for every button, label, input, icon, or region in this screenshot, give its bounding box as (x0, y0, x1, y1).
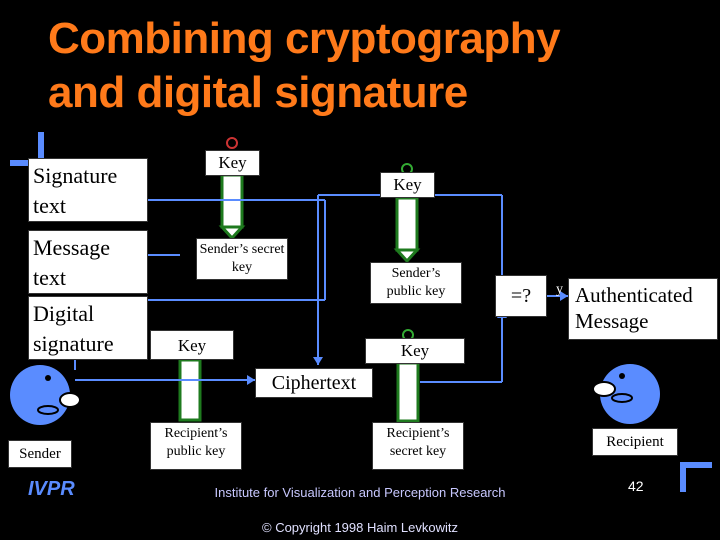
signature-text-label: Signature text (33, 163, 118, 218)
recipient-face-icon (592, 364, 660, 424)
title-line-1: Combining cryptography (48, 14, 561, 63)
key-shape-mid-left (178, 358, 202, 422)
digital-signature-box: Digital signature (28, 296, 148, 360)
sender-secret-key-label: Sender’s secret key (199, 242, 285, 275)
y-label: y (556, 282, 563, 297)
ciphertext-box: Ciphertext (255, 368, 373, 398)
institute-footer: Institute for Visualization and Percepti… (214, 485, 506, 500)
title-line-2: and digital signature (48, 68, 468, 117)
key-box-top-right: Key (380, 172, 435, 198)
recipient-secret-key-box: Recipient’s secret key (372, 422, 464, 470)
signature-text-box: Signature text (28, 158, 148, 222)
message-text-label: Message text (33, 235, 110, 290)
ciphertext-label: Ciphertext (271, 372, 357, 394)
authenticated-message-label: Authenticated Message (575, 283, 693, 333)
recipient-label-box: Recipient (592, 428, 678, 456)
key-box-top-left: Key (205, 150, 260, 176)
key-label: Key (177, 336, 207, 355)
key-label: Key (400, 341, 430, 360)
key-label: Key (393, 175, 422, 194)
key-shape-mid-right (396, 329, 420, 423)
key-box-mid-left: Key (150, 330, 234, 360)
sender-label-box: Sender (8, 440, 72, 468)
authenticated-message-box: Authenticated Message (568, 278, 718, 340)
message-text-box: Message text (28, 230, 148, 294)
copyright-footer: © Copyright 1998 Haim Levkowitz (262, 520, 458, 535)
bracket-decoration-right (680, 462, 712, 492)
sender-public-key-box: Sender’s public key (370, 262, 462, 304)
key-shape-top-right (393, 163, 421, 264)
page-number: 42 (628, 478, 644, 494)
compare-box: =? (495, 275, 547, 317)
recipient-label: Recipient (606, 434, 664, 450)
ivpr-logo: IVPR (28, 478, 75, 500)
sender-face-icon (10, 365, 81, 425)
compare-label: =? (510, 285, 532, 307)
key-label: Key (218, 153, 247, 172)
recipient-secret-key-label: Recipient’s secret key (386, 426, 450, 459)
sender-public-key-label: Sender’s public key (386, 266, 446, 299)
recipient-public-key-box: Recipient’s public key (150, 422, 242, 470)
sender-label: Sender (19, 446, 61, 462)
sender-secret-key-box: Sender’s secret key (196, 238, 288, 280)
page-title: Combining cryptography and digital signa… (48, 12, 688, 120)
key-box-mid-right: Key (365, 338, 465, 364)
digital-signature-label: Digital signature (33, 301, 114, 356)
recipient-public-key-label: Recipient’s public key (164, 426, 228, 459)
arrow-lines (74, 194, 568, 383)
